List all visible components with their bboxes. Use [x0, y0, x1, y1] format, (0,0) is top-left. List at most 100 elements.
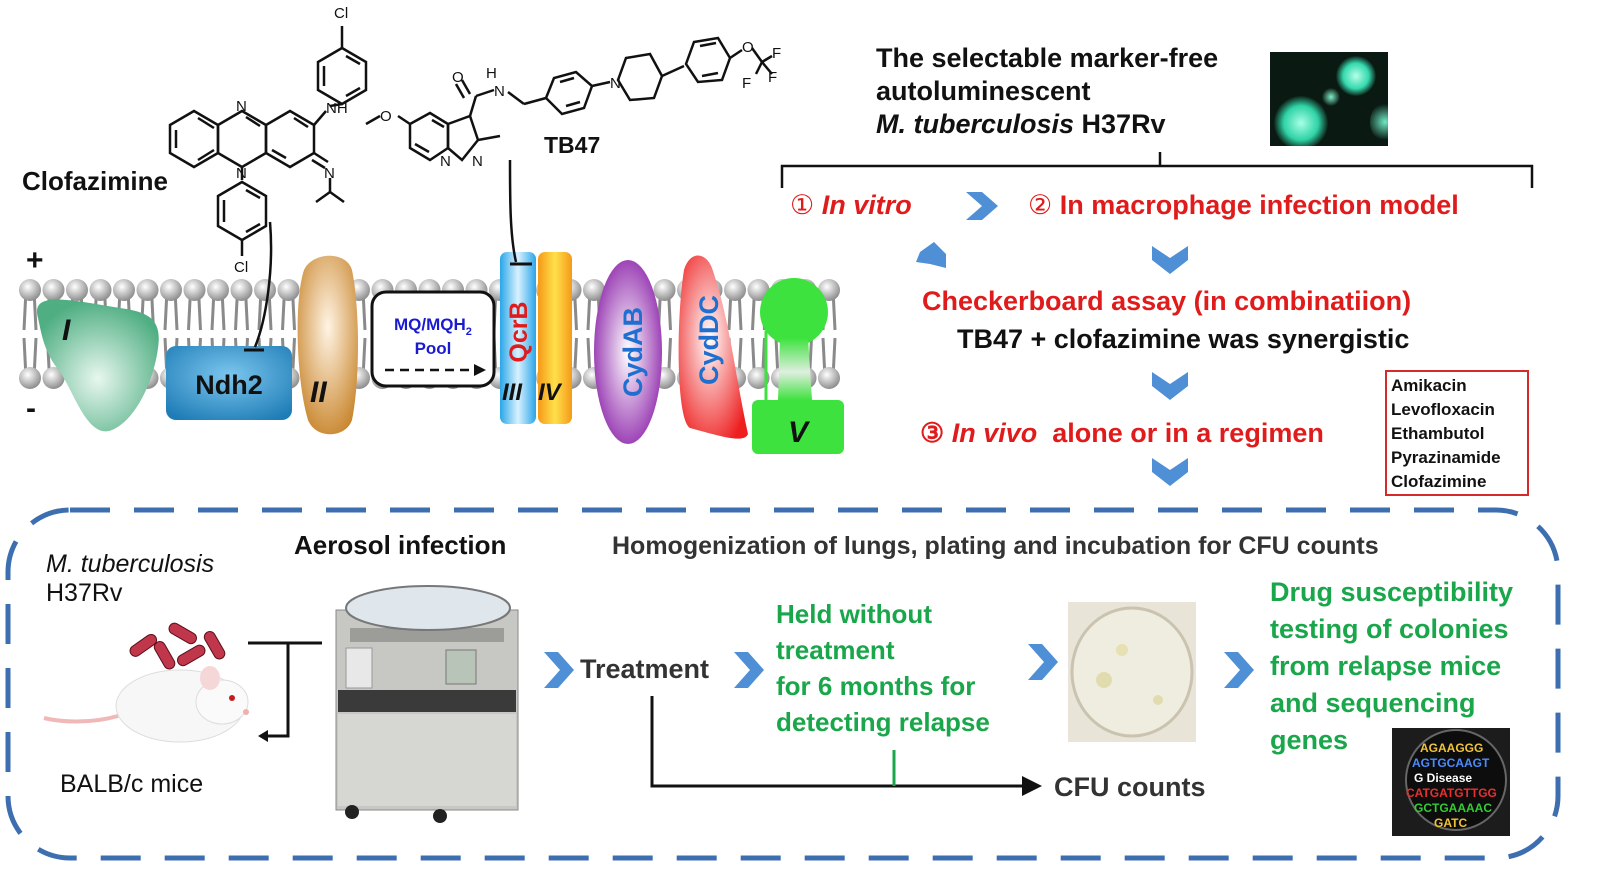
chevron-right-icon	[544, 652, 574, 688]
atom-f3: F	[768, 69, 777, 86]
step-1: ① In vitro	[790, 190, 912, 221]
regimen-drug-list: Amikacin Levofloxacin Ethambutol Pyrazin…	[1385, 370, 1529, 496]
lipid-head	[818, 367, 840, 389]
atom-cl-top: Cl	[334, 5, 348, 22]
step-2-number: ②	[1028, 190, 1053, 220]
chevron-down-icon	[1152, 246, 1188, 274]
dna-sequencing-image	[1392, 728, 1510, 836]
dst-line: genes	[1270, 725, 1349, 755]
ndh2-shape	[166, 346, 292, 420]
lipid-head	[66, 279, 88, 301]
step-3-label: alone or in a regimen	[1037, 418, 1324, 448]
step-3-label-italic: In vivo	[951, 418, 1038, 448]
mice-label: BALB/c mice	[60, 770, 204, 798]
strain-description: The selectable marker-free autoluminesce…	[876, 42, 1218, 141]
chevron-right-icon	[1028, 644, 1058, 680]
chevron-right-icon	[1224, 652, 1254, 688]
cydab-shape	[594, 260, 662, 444]
drug-item: Pyrazinamide	[1391, 448, 1501, 467]
held-line: for 6 months for	[776, 671, 976, 701]
complex-i-label: I	[62, 314, 71, 347]
dna-seq-line: G Disease	[1414, 771, 1472, 785]
lipid-head	[183, 279, 206, 301]
dst-line: and sequencing	[1270, 688, 1476, 718]
strain-line-1: The selectable marker-free	[876, 43, 1219, 73]
membrane-minus-sign: -	[26, 392, 36, 425]
cyddc-label: CydDC	[694, 295, 724, 385]
held-without-treatment-label: Held without treatment for 6 months for …	[776, 596, 990, 740]
held-line: Held without	[776, 599, 932, 629]
strain-line-2: autoluminescent	[876, 76, 1091, 106]
cydab-label: CydAB	[618, 307, 648, 397]
strain-species: M. tuberculosis	[876, 109, 1075, 139]
atom-o-carbonyl: O	[452, 69, 464, 86]
clofazimine-structure	[168, 26, 368, 256]
step-3: ③ In vivo alone or in a regimen	[920, 418, 1324, 449]
homogenization-label: Homogenization of lungs, plating and inc…	[612, 532, 1379, 560]
dst-line: from relapse mice	[1270, 651, 1502, 681]
lipid-head	[42, 367, 65, 389]
mq-pool-label-line1: MQ/MQH2	[394, 315, 472, 338]
dna-seq-line: GCTGAAAAC	[1414, 801, 1492, 815]
lipid-head	[42, 279, 65, 301]
atp-synthase-base	[752, 400, 844, 454]
membrane-plus-sign: +	[26, 244, 44, 277]
atom-h: H	[486, 65, 497, 82]
clofazimine-label: Clofazimine	[22, 166, 168, 196]
in-vivo-panel: AGAAGGG AGTGCAAGT G Disease CATGATGTTGG …	[5, 507, 1561, 861]
held-line: detecting relapse	[776, 707, 990, 737]
lipid-head	[254, 279, 276, 301]
step-2-label: In macrophage infection model	[1059, 190, 1459, 220]
petri-dish-image	[1068, 602, 1196, 742]
workflow-connectors	[780, 152, 1534, 486]
lipid-head	[653, 279, 676, 301]
mq-pool-arrowhead	[474, 364, 486, 376]
lipid-head	[747, 279, 770, 301]
infection-arrow	[264, 643, 290, 738]
chevron-down-icon	[1152, 458, 1188, 486]
tb47-structure	[365, 36, 773, 162]
complex-i-shape	[36, 299, 159, 432]
clofazimine-inhibition-line	[253, 221, 273, 348]
aerosol-infection-label: Aerosol infection	[294, 530, 507, 560]
step-1-number: ①	[790, 190, 815, 220]
atom-n-amide: N	[494, 83, 505, 100]
strain-line-3: M. tuberculosis H37Rv	[876, 108, 1218, 141]
atom-cl-bottom: Cl	[234, 259, 248, 276]
atp-synthase-head	[760, 278, 828, 346]
step-2: ② In macrophage infection model	[1028, 190, 1459, 221]
lipid-head	[747, 367, 770, 389]
lipid-head	[19, 367, 41, 389]
lipid-head	[113, 279, 135, 301]
atom-n-ring2: N	[472, 153, 483, 170]
dashed-border	[5, 507, 1561, 861]
checkerboard-assay-label: Checkerboard assay (in combinatiion)	[922, 286, 1412, 316]
atom-o-methoxy: O	[380, 108, 392, 125]
dna-seq-line: AGTGCAAGT	[1412, 756, 1490, 770]
chevron-right-icon	[966, 192, 998, 220]
complex-iii-qcrb-shape	[500, 252, 536, 424]
complex-iv-label: IV	[538, 379, 563, 406]
chevron-down-icon	[1152, 372, 1188, 400]
lipid-head	[160, 279, 182, 301]
complex-iv-shape	[538, 252, 572, 424]
lipid-head	[89, 279, 112, 301]
autoluminescent-colonies-image	[1270, 52, 1388, 146]
lipid-head	[136, 279, 159, 301]
chevron-right-icon	[734, 652, 764, 688]
complex-ii-shape	[297, 255, 358, 435]
strain-name: H37Rv	[1074, 109, 1166, 139]
cfu-counts-label: CFU counts	[1054, 772, 1206, 802]
mq-pool-label-line2: Pool	[415, 339, 452, 358]
bottom-strain-label: M. tuberculosis H37Rv	[46, 550, 214, 608]
membrane-diagram: Cl NH N N N Cl Clofazimine O O H N N N N	[19, 5, 844, 454]
tb47-label: TB47	[544, 132, 600, 158]
cyddc-shape	[678, 255, 748, 439]
complex-ii-label: II	[310, 376, 327, 409]
atom-n-imine: N	[324, 165, 335, 182]
atom-f1: F	[772, 45, 781, 62]
bottom-strain-species: M. tuberculosis	[46, 550, 215, 578]
bottom-strain-name: H37Rv	[46, 579, 123, 607]
mq-pool-box	[370, 290, 496, 388]
atom-n-bottom: N	[236, 165, 247, 182]
